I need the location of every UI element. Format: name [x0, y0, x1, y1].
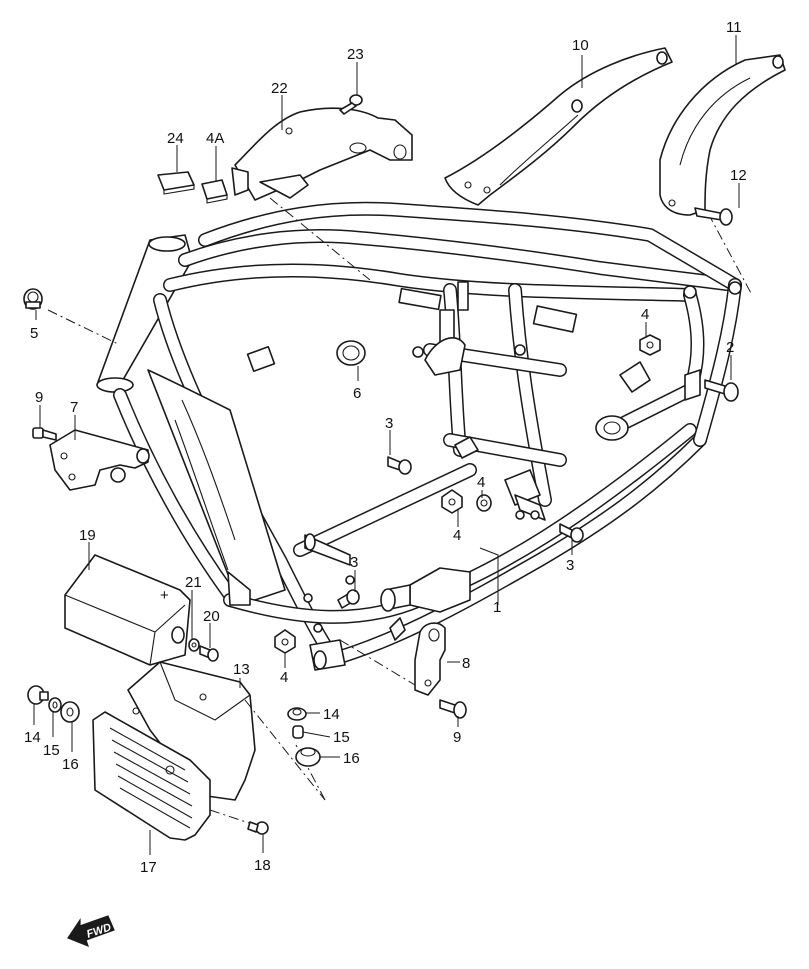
bolt-part-18 — [247, 821, 269, 835]
callout-20: 20 — [203, 608, 220, 625]
pad-part-24 — [157, 171, 195, 195]
callout-4-bottom: 4 — [280, 669, 288, 686]
bolt-part-14-left — [27, 685, 49, 705]
bolt-part-20 — [199, 645, 219, 662]
callout-19: 19 — [79, 527, 96, 544]
callout-22: 22 — [271, 80, 288, 97]
battery-box-part-19: + — [64, 554, 191, 666]
callout-18: 18 — [254, 857, 271, 874]
bracket-part-7 — [49, 429, 150, 491]
callout-5: 5 — [30, 325, 38, 342]
bolt-part-23 — [339, 94, 363, 115]
callout-15-left: 15 — [43, 742, 60, 759]
callout-3-right: 3 — [566, 557, 574, 574]
bolt-part-2 — [704, 379, 739, 402]
callout-16-right: 16 — [343, 750, 360, 767]
callout-14-left: 14 — [24, 729, 41, 746]
callout-16-left: 16 — [62, 756, 79, 773]
callout-2: 2 — [726, 339, 734, 356]
callout-21: 21 — [185, 574, 202, 591]
bolt-part-3-center — [387, 456, 412, 475]
fwd-arrow-icon: FWD — [67, 915, 115, 948]
bolt-part-9-right — [439, 699, 467, 719]
leader-lines — [33, 35, 740, 855]
callout-24: 24 — [167, 130, 184, 147]
callout-3-center: 3 — [385, 415, 393, 432]
nut-part-4-center — [441, 489, 463, 514]
callout-17: 17 — [140, 859, 157, 876]
grommet-part-16-left — [60, 701, 80, 723]
bolt-part-3-lower — [337, 589, 360, 609]
washer-part-21 — [188, 638, 200, 652]
steering-head-top — [148, 236, 186, 252]
collar-part-15-right — [292, 725, 304, 739]
steering-head — [97, 234, 193, 386]
plug-part-5 — [23, 288, 121, 346]
callout-12: 12 — [730, 167, 747, 184]
bolt-part-12 — [694, 207, 733, 226]
grommet-part-16-right — [295, 747, 321, 767]
callout-4A: 4A — [206, 130, 224, 147]
nut-part-4-bottom — [274, 629, 296, 654]
callout-4-right: 4 — [641, 306, 649, 323]
collar-part-15-left — [48, 697, 62, 713]
grommet-part-6 — [336, 340, 366, 366]
main-frame — [96, 201, 742, 671]
callout-13: 13 — [233, 661, 250, 678]
bolt-part-14-right — [287, 707, 307, 721]
callout-labels: 1 2 3 3 3 4 4 4 4 4A 5 6 7 8 9 9 10 11 1… — [24, 19, 747, 876]
callout-4-center-right: 4 — [477, 474, 485, 491]
bolt-part-9-left — [32, 427, 57, 441]
callout-11: 11 — [726, 19, 742, 36]
callout-10: 10 — [572, 37, 589, 54]
callout-15-right: 15 — [333, 729, 350, 746]
callout-6: 6 — [353, 385, 361, 402]
callout-1: 1 — [493, 599, 501, 616]
steering-head-bottom — [96, 377, 134, 393]
callout-7: 7 — [70, 399, 78, 416]
callout-3-lower: 3 — [350, 554, 358, 571]
callout-23: 23 — [347, 46, 364, 63]
callout-9-right: 9 — [453, 729, 461, 746]
bracket-part-8 — [339, 622, 446, 696]
pad-part-4A — [201, 179, 228, 204]
callout-4-center: 4 — [453, 527, 461, 544]
bracket-part-11 — [659, 54, 786, 296]
callout-8: 8 — [462, 655, 470, 672]
callout-9-left: 9 — [35, 389, 43, 406]
washer-part-4-center-right — [476, 494, 492, 512]
bracket-part-10 — [444, 47, 673, 206]
callout-14-right: 14 — [323, 706, 340, 723]
side-cover-part-17 — [92, 711, 256, 841]
nut-part-4-right — [639, 334, 661, 356]
bracket-part-22 — [231, 107, 413, 281]
bolt-part-3-right — [559, 523, 584, 543]
svg-text:+: + — [160, 587, 169, 604]
